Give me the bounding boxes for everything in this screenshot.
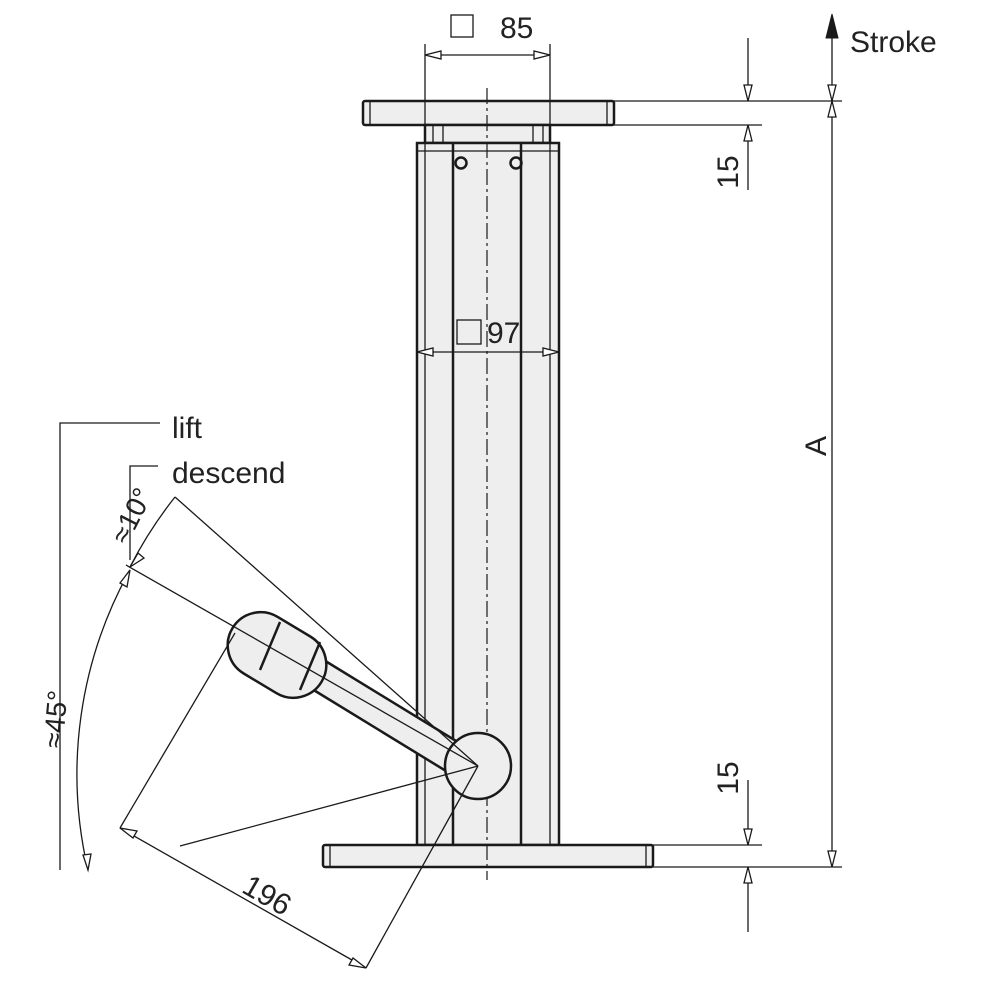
bottom-plate xyxy=(321,843,655,869)
lift-handle xyxy=(226,610,513,801)
column-body xyxy=(415,141,561,847)
extension-lines xyxy=(550,100,842,868)
dim-top-width: 85 xyxy=(424,12,551,125)
dim-196-label: 196 xyxy=(237,869,297,923)
dim-column-width: 97 xyxy=(416,317,560,357)
stroke-label: Stroke xyxy=(850,26,937,59)
dim-15-top-label: 15 xyxy=(712,155,745,188)
square-symbol-icon xyxy=(456,319,482,345)
top-plate xyxy=(361,99,616,127)
dim-overall-height: A Stroke xyxy=(800,13,937,868)
dim-a-label: A xyxy=(800,436,833,456)
dim-85-label: 85 xyxy=(500,12,533,45)
dim-15-bottom-label: 15 xyxy=(712,761,745,794)
motion-labels: lift descend xyxy=(59,412,285,870)
descend-label: descend xyxy=(172,457,285,490)
square-symbol-icon xyxy=(450,14,474,38)
dim-10deg-label: ≈10° xyxy=(105,483,159,549)
dim-97-label: 97 xyxy=(487,317,520,350)
dim-45deg-label: ≈45° xyxy=(38,689,74,749)
dim-bottom-plate-thickness: 15 xyxy=(712,761,753,932)
dim-top-plate-thickness: 15 xyxy=(712,38,753,190)
arrow-up-icon xyxy=(825,13,839,39)
lift-label: lift xyxy=(172,412,203,445)
